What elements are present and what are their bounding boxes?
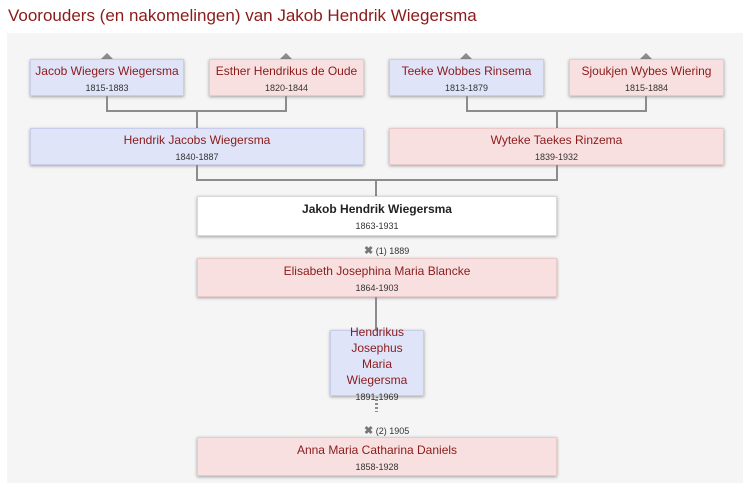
person-box-spouse-1[interactable]: Elisabeth Josephina Maria Blancke 1864-1… (197, 258, 557, 297)
person-name: Teeke Wobbes Rinsema (401, 63, 532, 78)
expand-ancestors-icon[interactable] (101, 53, 113, 59)
person-box-spouse-2[interactable]: Anna Maria Catharina Daniels 1858-1928 (197, 437, 557, 476)
person-box-grandmother-maternal[interactable]: Sjoukjen Wybes Wiering 1815-1884 (569, 59, 724, 96)
person-box-grandmother-paternal[interactable]: Esther Hendrikus de Oude 1820-1844 (209, 59, 364, 96)
connector-line (285, 96, 287, 111)
page-title: Voorouders (en nakomelingen) van Jakob H… (8, 6, 477, 25)
person-dates: 1839-1932 (534, 151, 579, 162)
person-dates: 1863-1931 (355, 221, 399, 231)
marriage-year: 1889 (389, 246, 410, 256)
person-name: Jacob Wiegers Wiegersma (35, 63, 179, 78)
person-name: Elisabeth Josephina Maria Blancke (283, 263, 471, 278)
connector-line (556, 165, 558, 180)
connector-line (196, 165, 198, 180)
cross-icon: ✖ (364, 425, 374, 437)
connector-line (645, 96, 647, 111)
connector-line (375, 179, 377, 196)
person-name: Anna Maria Catharina Daniels (296, 442, 458, 457)
person-box-child[interactable]: Hendrikus Josephus Maria Wiegersma 1891-… (330, 325, 424, 402)
connector-line (375, 297, 377, 330)
more-descendants-indicator[interactable] (375, 399, 378, 412)
person-dates: 1840-1887 (175, 151, 219, 162)
person-box-grandfather-paternal[interactable]: Jacob Wiegers Wiegersma 1815-1883 (30, 59, 184, 96)
person-dates: 1813-1879 (444, 82, 489, 93)
person-box-mother[interactable]: Wyteke Taekes Rinzema 1839-1932 (389, 128, 724, 165)
person-dates: 1891-1969 (355, 392, 399, 402)
person-name: Jakob Hendrik Wiegersma (302, 202, 452, 216)
person-dates: 1815-1884 (624, 82, 669, 93)
person-box-grandfather-maternal[interactable]: Teeke Wobbes Rinsema 1813-1879 (389, 59, 544, 96)
person-name: Wyteke Taekes Rinzema (490, 132, 623, 147)
marriage-number: (2) (375, 426, 387, 436)
person-name: Hendrik Jacobs Wiegersma (123, 132, 271, 147)
marriage-label: ✖ (1) 1889 (364, 244, 409, 257)
connector-line (196, 110, 198, 128)
expand-ancestors-icon[interactable] (640, 53, 652, 59)
expand-ancestors-icon[interactable] (460, 53, 472, 59)
cross-icon: ✖ (364, 245, 374, 257)
person-dates: 1858-1928 (355, 461, 399, 472)
person-dates: 1815-1883 (85, 82, 129, 93)
person-box-focus[interactable]: Jakob Hendrik Wiegersma 1863-1931 (197, 196, 557, 236)
person-box-father[interactable]: Hendrik Jacobs Wiegersma 1840-1887 (30, 128, 364, 165)
expand-ancestors-icon[interactable] (280, 53, 292, 59)
person-name: Hendrikus Josephus Maria Wiegersma (346, 325, 408, 387)
person-dates: 1820-1844 (264, 82, 309, 93)
marriage-label: ✖ (2) 1905 (364, 424, 409, 437)
person-dates: 1864-1903 (355, 282, 399, 293)
connector-line (556, 110, 558, 128)
marriage-number: (1) (375, 246, 387, 256)
person-name: Esther Hendrikus de Oude (215, 63, 358, 78)
connector-line (466, 96, 468, 111)
marriage-year: 1905 (389, 426, 410, 436)
connector-line (106, 96, 108, 111)
person-name: Sjoukjen Wybes Wiering (581, 63, 712, 78)
connector-line (196, 179, 558, 181)
